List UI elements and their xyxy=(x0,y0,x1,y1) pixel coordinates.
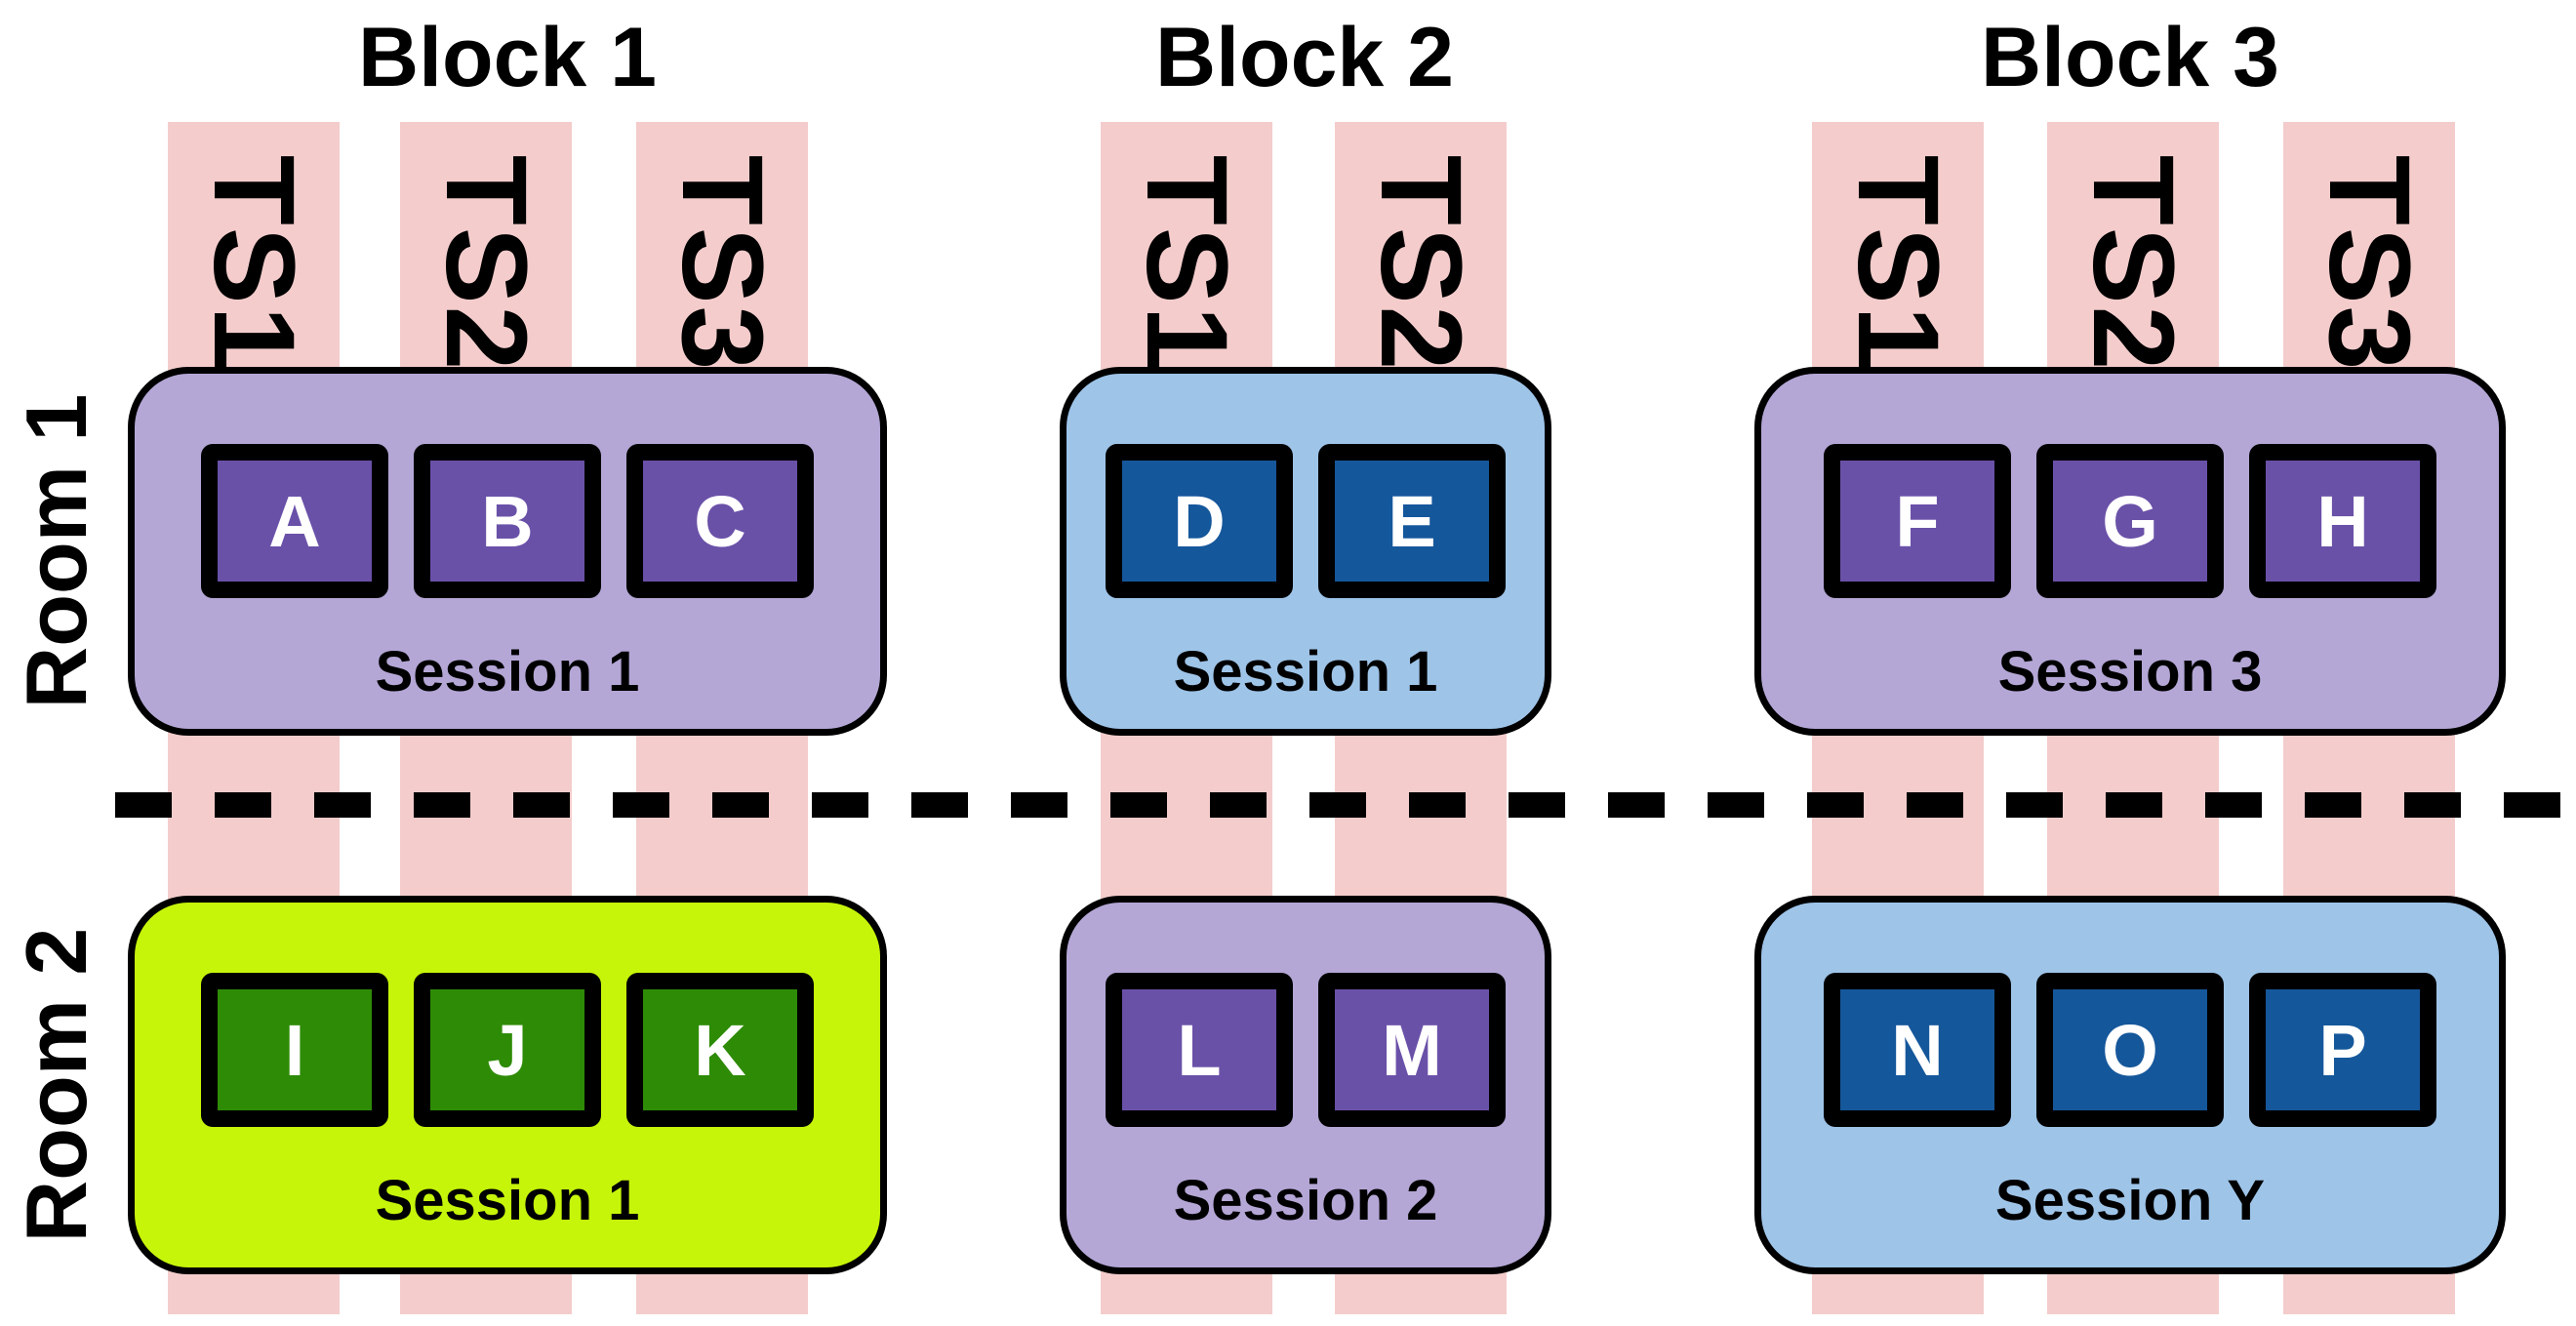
talk-square-D: D xyxy=(1106,444,1293,598)
room-1-label: Room 1 xyxy=(8,393,104,709)
session-label: Session 3 xyxy=(1997,640,2263,703)
block1-ts2-label: TS2 xyxy=(422,154,550,373)
talk-square-A: A xyxy=(201,444,388,598)
session-room1-block1: A B C Session 1 xyxy=(128,367,887,736)
talk-square-K: K xyxy=(626,973,814,1127)
talk-square-J: J xyxy=(414,973,601,1127)
session-label: Session 1 xyxy=(375,640,640,703)
talk-square-B: B xyxy=(414,444,601,598)
session-room2-block2: L M Session 2 xyxy=(1060,896,1551,1274)
block3-ts3-label: TS3 xyxy=(2305,154,2434,373)
session-label: Session 2 xyxy=(1173,1169,1438,1232)
talk-row: L M xyxy=(1106,973,1506,1127)
block2-ts1-label: TS1 xyxy=(1122,154,1251,373)
block3-ts2-label: TS2 xyxy=(2069,154,2197,373)
talk-row: I J K xyxy=(201,973,814,1127)
talk-square-P: P xyxy=(2249,973,2436,1127)
session-label: Session 1 xyxy=(1173,640,1438,703)
talk-square-F: F xyxy=(1824,444,2011,598)
talk-square-N: N xyxy=(1824,973,2011,1127)
session-room1-block3: F G H Session 3 xyxy=(1754,367,2506,736)
block-3-title: Block 3 xyxy=(1981,11,2279,104)
block2-ts2-label: TS2 xyxy=(1356,154,1485,373)
block1-ts3-label: TS3 xyxy=(658,154,786,373)
talk-square-L: L xyxy=(1106,973,1293,1127)
block-2-title: Block 2 xyxy=(1155,11,1454,104)
session-room2-block3: N O P Session Y xyxy=(1754,896,2506,1274)
talk-square-I: I xyxy=(201,973,388,1127)
block-1-title: Block 1 xyxy=(358,11,657,104)
session-room1-block2: D E Session 1 xyxy=(1060,367,1551,736)
talk-row: N O P xyxy=(1824,973,2436,1127)
talk-square-E: E xyxy=(1318,444,1506,598)
block3-ts1-label: TS1 xyxy=(1833,154,1962,373)
talk-square-M: M xyxy=(1318,973,1506,1127)
talk-square-G: G xyxy=(2036,444,2224,598)
block1-ts1-label: TS1 xyxy=(189,154,318,373)
talk-square-H: H xyxy=(2249,444,2436,598)
talk-square-O: O xyxy=(2036,973,2224,1127)
room-divider-dashed-line xyxy=(115,792,2576,818)
talk-row: F G H xyxy=(1824,444,2436,598)
talk-square-C: C xyxy=(626,444,814,598)
session-label: Session 1 xyxy=(375,1169,640,1232)
room-2-label: Room 2 xyxy=(8,927,104,1243)
session-room2-block1: I J K Session 1 xyxy=(128,896,887,1274)
talk-row: A B C xyxy=(201,444,814,598)
session-label: Session Y xyxy=(1994,1169,2266,1232)
talk-row: D E xyxy=(1106,444,1506,598)
